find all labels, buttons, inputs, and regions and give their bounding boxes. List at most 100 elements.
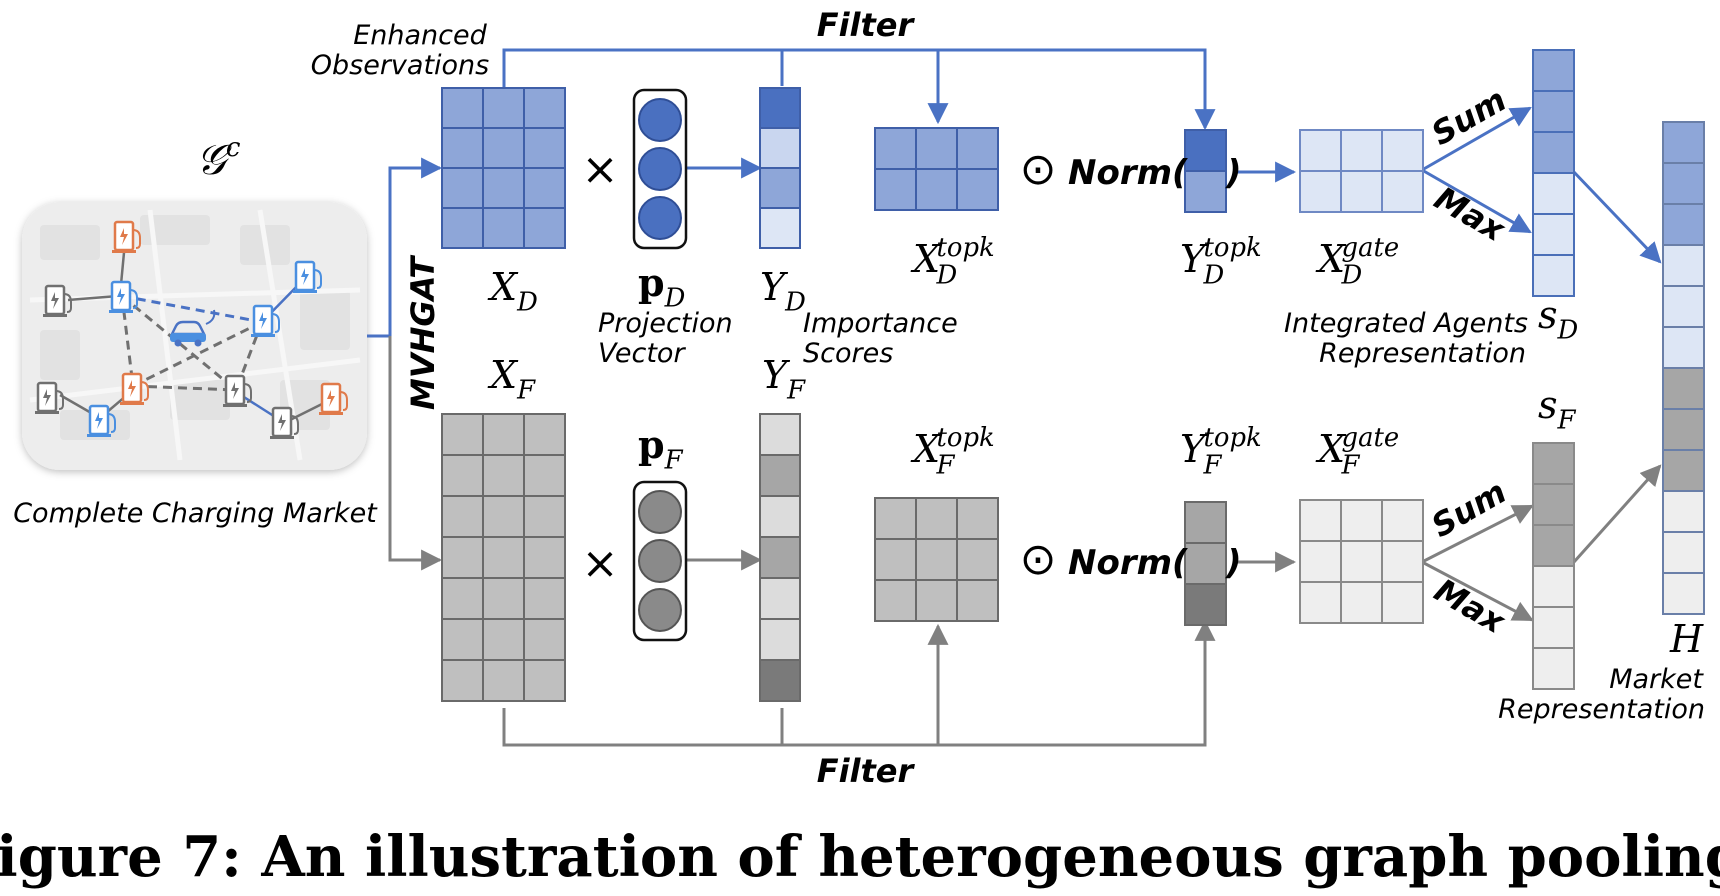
matrix-x-d-topk-cell <box>915 127 958 170</box>
importance-scores-label-1: Importance <box>803 308 958 339</box>
matrix-x-d-gate-cell <box>1299 170 1342 213</box>
matrix-x-f-cell <box>523 577 566 620</box>
matrix-x-f-gate-cell <box>1340 499 1383 542</box>
matrix-x-d-cell <box>482 87 525 129</box>
complete-market-label: Complete Charging Market <box>13 498 378 529</box>
matrix-x-d-cell <box>523 127 566 169</box>
matrix-x-d-cell <box>523 207 566 249</box>
matrix-x-f-gate-cell <box>1299 581 1342 624</box>
matrix-x-d <box>441 87 566 249</box>
vector-h-cell <box>1662 367 1705 410</box>
vector-s-d-cell <box>1532 254 1575 297</box>
vector-s-d-cell <box>1532 131 1575 174</box>
matrix-x-f-cell <box>482 454 525 497</box>
vector-s-f-cell <box>1532 442 1575 485</box>
math-h: H <box>1669 617 1704 661</box>
matrix-x-d-cell <box>441 127 484 169</box>
scores-y-d-topk-cell <box>1184 170 1227 213</box>
ev-charger-icon <box>87 404 116 437</box>
scores-y-f-topk-cell <box>1184 583 1227 626</box>
matrix-x-d-topk <box>874 127 999 211</box>
matrix-x-f-gate-cell <box>1381 581 1424 624</box>
vector-h-cell <box>1662 121 1705 164</box>
vector-h-cell <box>1662 326 1705 369</box>
matrix-x-f-topk-cell <box>874 579 917 622</box>
matrix-x-f-cell <box>441 577 484 620</box>
vector-h-cell <box>1662 285 1705 328</box>
matrix-x-d-cell <box>482 167 525 209</box>
scores-y-f-cell <box>759 618 801 661</box>
matrix-x-f-cell <box>441 659 484 702</box>
mvhgat-label: MVHGAT <box>404 255 442 410</box>
scores-y-f-topk <box>1184 501 1227 626</box>
matrix-x-f-cell <box>441 454 484 497</box>
matrix-x-f-cell <box>482 536 525 579</box>
matrix-x-f-gate-cell <box>1381 499 1424 542</box>
matrix-x-d-gate-cell <box>1381 129 1424 172</box>
projection-vector-p-f-element <box>638 588 682 632</box>
matrix-x-f-cell <box>441 495 484 538</box>
matrix-x-f <box>441 413 566 702</box>
matrix-x-f-cell <box>441 536 484 579</box>
matrix-x-d-cell <box>441 207 484 249</box>
scores-y-f <box>759 413 801 702</box>
scores-y-f-cell <box>759 536 801 579</box>
math-x-d: XD <box>487 265 538 318</box>
filter-top-label: Filter <box>817 6 916 44</box>
vector-h-cell <box>1662 449 1705 492</box>
matrix-x-d-topk-cell <box>956 127 999 170</box>
matrix-x-f-cell <box>482 577 525 620</box>
ev-charger-icons <box>35 220 348 439</box>
matrix-x-f-topk-cell <box>915 538 958 581</box>
matrix-x-d-gate-cell <box>1299 129 1342 172</box>
matrix-x-f-gate-cell <box>1299 540 1342 583</box>
matrix-x-f-cell <box>441 618 484 661</box>
norm-bottom: Norm( <box>1068 543 1188 583</box>
matrix-x-f-cell <box>523 618 566 661</box>
matrix-x-f-cell <box>523 659 566 702</box>
market-representation-label-2: Representation <box>1498 694 1705 725</box>
scores-y-f-cell <box>759 413 801 456</box>
vector-h-cell <box>1662 531 1705 574</box>
projection-vector-p-d-element <box>638 147 682 191</box>
electric-car-icon <box>169 309 216 347</box>
matrix-x-d-gate-cell <box>1340 170 1383 213</box>
norm-top: Norm( <box>1068 153 1188 193</box>
vector-h-cell <box>1662 203 1705 246</box>
matrix-x-f-gate-cell <box>1381 540 1424 583</box>
matrix-x-f-topk-cell <box>956 579 999 622</box>
matrix-x-f-cell <box>482 413 525 456</box>
matrix-x-d-gate-cell <box>1340 129 1383 172</box>
scores-y-d-cell <box>759 87 801 129</box>
ev-charger-icon <box>35 381 64 414</box>
market-representation-label-1: Market <box>1609 664 1704 695</box>
matrix-x-f-cell <box>523 454 566 497</box>
ev-charger-icon <box>270 406 299 439</box>
scores-y-f-topk-cell <box>1184 501 1227 544</box>
matrix-x-f-cell <box>482 495 525 538</box>
matrix-x-f-topk <box>874 497 999 622</box>
integrated-agents-label-1: Integrated Agents <box>1284 308 1528 339</box>
ev-charger-icon <box>112 220 141 253</box>
enhanced-observations-label-2: Observations <box>311 50 489 81</box>
ev-charger-icon <box>251 304 280 337</box>
vector-h-cell <box>1662 572 1705 615</box>
vector-s-f-cell <box>1532 524 1575 567</box>
scores-y-f-cell <box>759 659 801 702</box>
matrix-x-d-gate <box>1299 129 1424 213</box>
vector-s-d-cell <box>1532 172 1575 215</box>
scores-y-d-cell <box>759 207 801 249</box>
projection-vector-p-f <box>632 480 688 642</box>
figure-caption: Figure 7: An illustration of heterogeneo… <box>0 824 1720 890</box>
matrix-x-f-gate-cell <box>1340 581 1383 624</box>
vector-s-d <box>1532 49 1575 297</box>
vector-h <box>1662 121 1705 615</box>
scores-y-d <box>759 87 801 249</box>
